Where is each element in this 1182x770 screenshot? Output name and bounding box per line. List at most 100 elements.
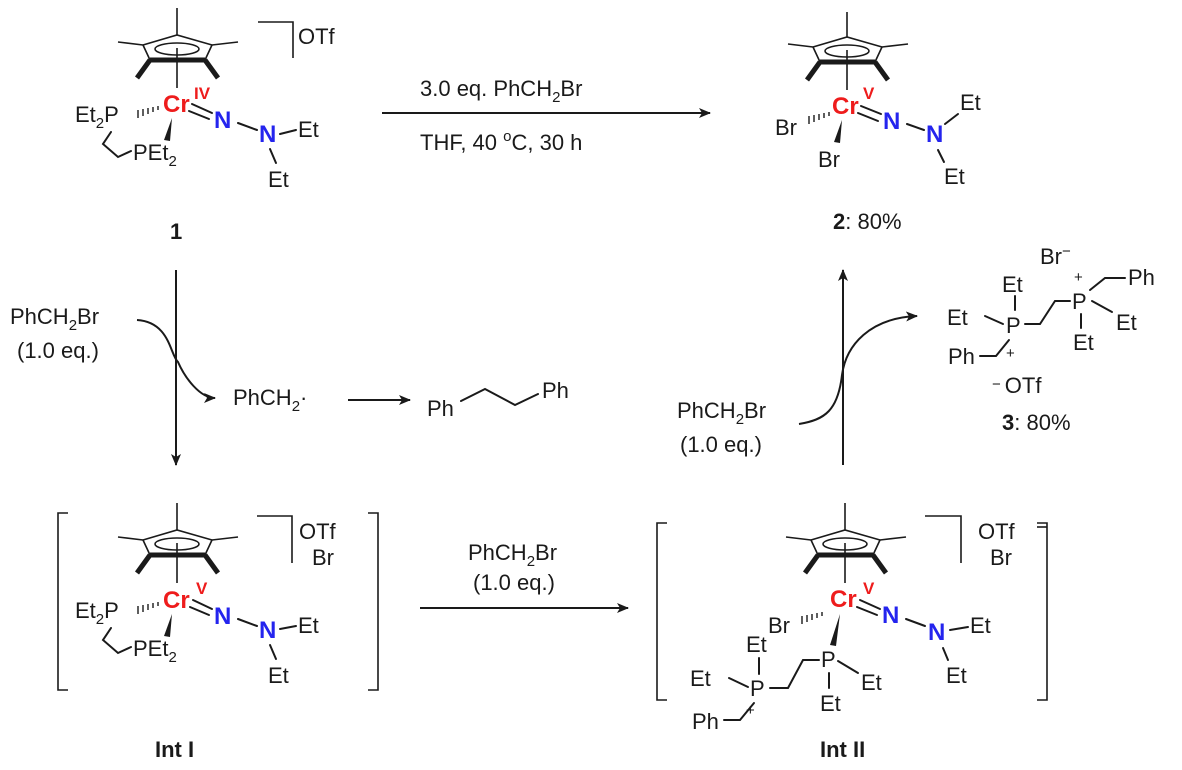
ligand-et2p: Et2P bbox=[75, 598, 119, 628]
bibenzyl-ph-right: Ph bbox=[542, 378, 569, 403]
bromide-ligand-2: Br bbox=[818, 147, 840, 172]
benzyl-bond bbox=[979, 339, 1010, 357]
oxidation-state: V bbox=[196, 579, 208, 598]
metal-cr: Cr bbox=[163, 587, 190, 614]
hashed-bond bbox=[808, 112, 830, 124]
cp-star-ring bbox=[787, 12, 909, 90]
nitrogen-1: N bbox=[882, 602, 899, 629]
cp-star-ring bbox=[117, 503, 239, 583]
wedge-bond bbox=[834, 120, 842, 143]
hashed-bond bbox=[137, 106, 159, 118]
reaction-arrow-top: 3.0 eq. PhCH2Br THF, 40 oC, 30 h bbox=[382, 76, 711, 155]
compound-label-2: 2: 80% bbox=[833, 209, 902, 234]
cp-star-ring bbox=[117, 8, 239, 88]
hashed-bond bbox=[137, 602, 159, 614]
ethyl-pp-1: Et bbox=[746, 632, 767, 657]
reagent-bottom-equiv: (1.0 eq.) bbox=[473, 570, 555, 595]
anion-bromide: Br− bbox=[1040, 243, 1071, 269]
conditions-top: THF, 40 oC, 30 h bbox=[420, 128, 582, 155]
bibenzyl-chain bbox=[460, 387, 539, 407]
ethyl-2: Et bbox=[944, 164, 965, 189]
ligand-et2p: Et2P bbox=[75, 102, 119, 132]
wedge-bond bbox=[164, 614, 172, 637]
ethyl-left-1: Et bbox=[1002, 272, 1023, 297]
ethyl-1: Et bbox=[960, 90, 981, 115]
compound-label-3: 3: 80% bbox=[1002, 410, 1071, 435]
intermediate-label-2: Int II bbox=[820, 737, 865, 762]
reagent-down-equiv: (1.0 eq.) bbox=[17, 338, 99, 363]
bracket-left bbox=[57, 512, 68, 691]
oxidation-state: IV bbox=[194, 84, 211, 103]
ethyl-right-2: Et bbox=[1073, 330, 1094, 355]
phosphorus-coordinated: P bbox=[821, 647, 836, 672]
reagent-up: PhCH2Br bbox=[677, 398, 766, 428]
metal-cr: Cr bbox=[830, 586, 857, 613]
reaction-arrow-bottom: PhCH2Br (1.0 eq.) bbox=[420, 540, 629, 613]
charge-bracket bbox=[257, 515, 293, 563]
anion-triflate: −OTf bbox=[992, 373, 1042, 398]
ethyl-1: Et bbox=[298, 613, 319, 638]
reagent-down: PhCH2Br bbox=[10, 304, 99, 334]
ethyl-pp-2: Et bbox=[690, 666, 711, 691]
nitrogen-2: N bbox=[259, 617, 276, 644]
plus-charge: + bbox=[746, 702, 755, 719]
counterion-otf: OTf bbox=[298, 24, 336, 49]
bracket-right bbox=[368, 512, 379, 691]
counterion-br: Br bbox=[990, 545, 1012, 570]
plus-charge-left: + bbox=[1006, 345, 1015, 362]
reagent-top: 3.0 eq. PhCH2Br bbox=[420, 76, 582, 106]
nitrogen-2: N bbox=[926, 121, 943, 148]
oxidation-state: V bbox=[863, 579, 875, 598]
compound-3: Br− + P Ph Et Et P Et Et + Ph −OTf 3: 80… bbox=[947, 243, 1155, 435]
benzyl-bond bbox=[1089, 277, 1126, 291]
reagent-bottom: PhCH2Br bbox=[468, 540, 557, 570]
ethyl-1: Et bbox=[298, 117, 319, 142]
ethyl-p-1: Et bbox=[861, 670, 882, 695]
charge-bracket bbox=[258, 21, 294, 58]
reaction-arrow-up: PhCH2Br (1.0 eq.) bbox=[677, 269, 918, 465]
ethyl-p-2: Et bbox=[820, 691, 841, 716]
counterion-br: Br bbox=[312, 545, 334, 570]
intermediate-2: OTf Br Cr V Br N N Et Et P Et Et P Et Et bbox=[656, 503, 1048, 762]
phenyl: Ph bbox=[692, 709, 719, 734]
ethylene-bridge bbox=[1024, 300, 1071, 325]
nitrogen-2: N bbox=[928, 619, 945, 646]
counterion-otf: OTf bbox=[978, 519, 1016, 544]
metal-cr: Cr bbox=[163, 91, 190, 118]
ethyl-left-2: Et bbox=[947, 305, 968, 330]
nitrogen-2: N bbox=[259, 121, 276, 148]
nitrogen-1: N bbox=[883, 108, 900, 135]
phenyl-right: Ph bbox=[1128, 265, 1155, 290]
bracket-left bbox=[656, 522, 667, 701]
compound-2: Cr V Br Br N N Et Et 2: 80% bbox=[775, 12, 981, 234]
bibenzyl-ph-left: Ph bbox=[427, 396, 454, 421]
cp-star-ring bbox=[785, 503, 907, 583]
ethyl-1: Et bbox=[970, 613, 991, 638]
compound-1: OTf Cr IV Et2P PEt2 N N Et Et 1 bbox=[75, 8, 336, 244]
phenyl-left: Ph bbox=[948, 344, 975, 369]
wedge-bond bbox=[830, 614, 840, 646]
ethyl-right-1: Et bbox=[1116, 310, 1137, 335]
bracket-right bbox=[1037, 522, 1048, 701]
ethylene-bridge bbox=[101, 627, 132, 655]
nitrogen-1: N bbox=[214, 107, 231, 134]
ligand-pet2: PEt2 bbox=[133, 636, 177, 666]
hashed-bond bbox=[801, 612, 823, 624]
intermediate-label-1: Int I bbox=[155, 737, 194, 762]
reagent-up-equiv: (1.0 eq.) bbox=[680, 432, 762, 457]
ethylene-bridge bbox=[769, 659, 820, 689]
phosphorus-left: P bbox=[1006, 313, 1021, 338]
phosphorus-right: P bbox=[1072, 289, 1087, 314]
ethyl-2: Et bbox=[268, 663, 289, 688]
oxidation-state: V bbox=[863, 84, 875, 103]
ethyl-2: Et bbox=[946, 663, 967, 688]
wedge-bond bbox=[164, 118, 172, 141]
nitrogen-1: N bbox=[214, 603, 231, 630]
ethylene-bridge bbox=[101, 131, 132, 159]
charge-bracket bbox=[925, 515, 962, 563]
counterion-otf: OTf bbox=[299, 519, 337, 544]
ligand-pet2: PEt2 bbox=[133, 140, 177, 170]
ethyl-2: Et bbox=[268, 167, 289, 192]
reaction-arrow-down: PhCH2Br (1.0 eq.) PhCH2· Ph Ph bbox=[10, 270, 569, 466]
bromide-ligand-1: Br bbox=[775, 115, 797, 140]
